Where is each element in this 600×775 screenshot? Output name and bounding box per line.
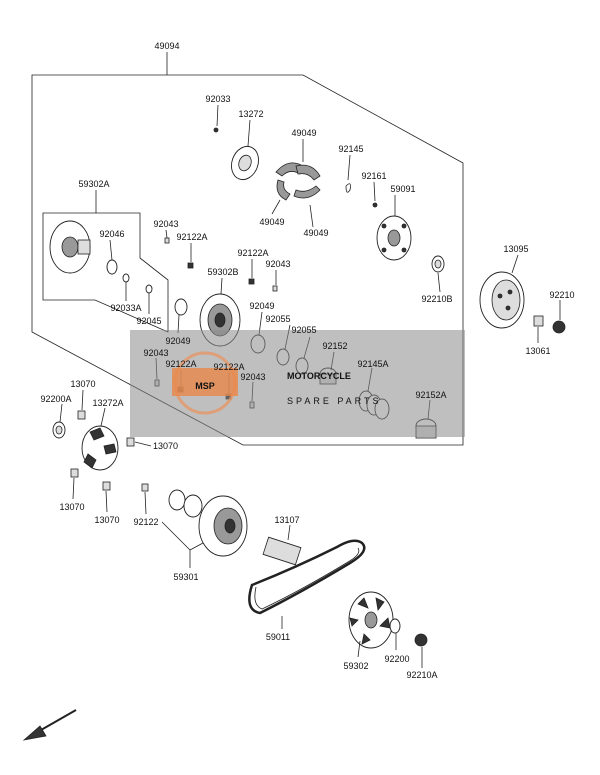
drive-plate-59091 [376, 195, 412, 261]
slider-13070-b [126, 437, 152, 447]
pin-92043-a [164, 229, 170, 244]
label-92200: 92200 [384, 654, 409, 664]
clutch-shoes-49049 [271, 139, 321, 228]
plate-13272 [231, 119, 259, 181]
label-59302A: 59302A [78, 179, 109, 189]
label-13107: 13107 [274, 515, 299, 525]
label-49049-c: 49049 [303, 228, 328, 238]
label-13095: 13095 [503, 244, 528, 254]
movable-sheave-59301 [161, 489, 248, 568]
pin-92033 [213, 104, 219, 133]
label-92145: 92145 [338, 144, 363, 154]
label-13272: 13272 [238, 109, 263, 119]
label-92033A: 92033A [110, 303, 141, 313]
seal-92033A [122, 273, 130, 301]
pin-92122 [141, 483, 149, 515]
watermark-logo: MSP [195, 381, 215, 391]
sleeve-13107 [262, 524, 302, 566]
label-59302: 59302 [343, 661, 368, 671]
label-92045: 92045 [136, 316, 161, 326]
label-92122A-b: 92122A [237, 248, 268, 258]
label-92055-b: 92055 [291, 325, 316, 335]
spring-92145 [345, 154, 351, 193]
label-13272A: 13272A [92, 398, 123, 408]
label-92049-a: 92049 [165, 336, 190, 346]
label-49049-b: 49049 [259, 217, 284, 227]
nut-92210B [431, 255, 445, 293]
label-92200A: 92200A [40, 394, 71, 404]
slider-13070-a [77, 389, 86, 420]
pin-92122A-a [187, 243, 194, 269]
washer-92200A [52, 403, 66, 439]
sheave-59302A [49, 220, 91, 274]
pin-92122A-b [248, 259, 255, 285]
watermark: MSP MOTORCYCLE SPARE PARTS [130, 330, 465, 437]
housing-13095 [479, 254, 525, 329]
slider-13070-d [102, 481, 111, 513]
label-59011: 59011 [266, 632, 290, 642]
label-92043-c: 92043 [143, 348, 168, 358]
arrow-down-left-icon [22, 709, 77, 741]
watermark-logo-badge [172, 368, 238, 396]
nut-92210A [414, 633, 428, 668]
label-92122A-c: 92122A [165, 359, 196, 369]
label-92046: 92046 [99, 229, 124, 239]
label-92152: 92152 [322, 341, 347, 351]
label-13070-b: 13070 [153, 441, 178, 451]
label-92122A-d: 92122A [213, 362, 244, 372]
watermark-line-1: MOTORCYCLE [287, 371, 351, 381]
label-92043-a: 92043 [153, 219, 178, 229]
nut-92210 [552, 300, 566, 334]
drive-belt-59011 [248, 539, 366, 629]
ring-92049-a [174, 298, 188, 334]
label-49094: 49094 [154, 41, 179, 51]
label-13061: 13061 [525, 346, 550, 356]
label-92210: 92210 [549, 290, 574, 300]
label-92210A: 92210A [406, 670, 437, 680]
assembly-frame-49094 [31, 74, 464, 446]
slider-13070-c [70, 468, 79, 500]
label-92161: 92161 [361, 171, 386, 181]
label-92049-b: 92049 [249, 301, 274, 311]
subassembly-frame-59302A [42, 212, 169, 333]
label-59302B: 59302B [207, 267, 238, 277]
label-92043-b: 92043 [265, 259, 290, 269]
cap-13061 [533, 315, 544, 343]
label-92152A: 92152A [415, 390, 446, 400]
pin-92043-b [272, 270, 278, 292]
label-92122A-a: 92122A [176, 232, 207, 242]
label-13070-c: 13070 [59, 502, 84, 512]
label-92210B: 92210B [421, 294, 452, 304]
label-92033: 92033 [205, 94, 230, 104]
bushing-92046 [106, 239, 118, 275]
label-49049-a: 49049 [291, 128, 316, 138]
seal-92045 [145, 284, 153, 314]
fixed-sheave-59302 [348, 591, 394, 658]
watermark-line-2: SPARE PARTS [287, 396, 382, 406]
washer-92200 [389, 618, 401, 650]
label-13070-a: 13070 [70, 379, 95, 389]
ramp-plate-13272A [81, 407, 119, 471]
label-92043-d: 92043 [240, 372, 265, 382]
label-92055-a: 92055 [265, 314, 290, 324]
label-59301: 59301 [173, 572, 198, 582]
label-59091: 59091 [390, 184, 415, 194]
washer-92161 [372, 181, 378, 208]
label-92145A: 92145A [357, 359, 388, 369]
label-92122: 92122 [133, 517, 158, 527]
label-13070-d: 13070 [94, 515, 119, 525]
